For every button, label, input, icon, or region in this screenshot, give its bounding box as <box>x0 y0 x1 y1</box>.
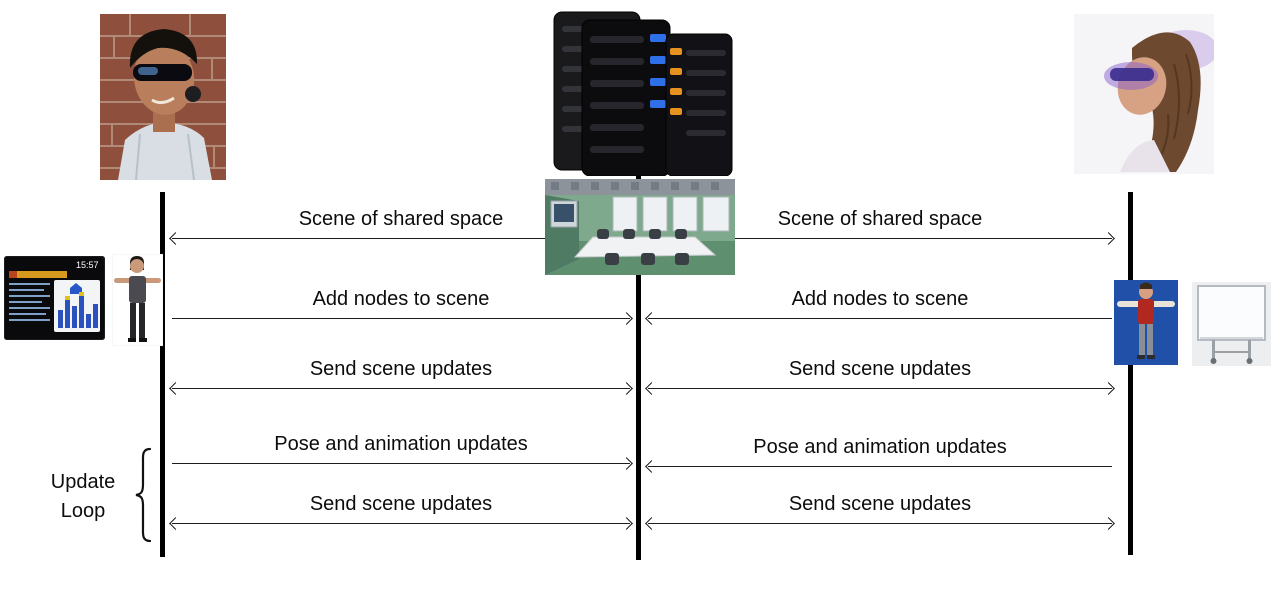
message-left-4: Pose and animation updates <box>172 431 633 470</box>
lifeline-server <box>636 176 641 560</box>
right-user-photo <box>1074 14 1214 174</box>
update-loop-brace <box>135 447 152 543</box>
message-left-2: Add nodes to scene <box>172 286 633 325</box>
message-label: Add nodes to scene <box>312 288 490 310</box>
server-led-orange <box>670 48 682 115</box>
lifeline-left-user <box>160 192 165 557</box>
right-avatar-image <box>1114 280 1178 365</box>
message-label: Send scene updates <box>309 358 493 380</box>
arrow-to-right-icon <box>172 311 633 325</box>
message-right-1: Scene of shared space <box>648 206 1115 245</box>
arrow-bidirectional-icon <box>645 516 1115 530</box>
lifeline-right-user <box>1128 192 1133 555</box>
arrow-to-left-icon <box>645 459 1112 473</box>
shared-scene-image <box>545 179 735 275</box>
message-label: Add nodes to scene <box>791 288 969 310</box>
server-image <box>548 8 738 176</box>
whiteboard-image <box>1192 282 1271 366</box>
arrow-to-right-icon <box>172 456 633 470</box>
message-right-4: Pose and animation updates <box>645 434 1112 473</box>
arrow-to-left-icon <box>169 231 630 245</box>
arrow-bidirectional-icon <box>645 381 1115 395</box>
message-right-3: Send scene updates <box>645 356 1115 395</box>
message-right-5: Send scene updates <box>645 491 1115 530</box>
message-right-2: Add nodes to scene <box>645 286 1112 325</box>
message-left-1: Scene of shared space <box>169 206 630 245</box>
arrow-bidirectional-icon <box>169 516 633 530</box>
left-user-photo <box>100 14 226 180</box>
message-left-5: Send scene updates <box>169 491 633 530</box>
message-label: Pose and animation updates <box>753 436 1007 458</box>
arrow-to-left-icon <box>645 311 1112 325</box>
message-label: Pose and animation updates <box>274 433 528 455</box>
dashboard-time: 15:57 <box>76 260 99 270</box>
message-label: Send scene updates <box>309 493 493 515</box>
dashboard-image: 15:57 <box>4 256 105 340</box>
left-avatar-image <box>112 254 163 346</box>
message-label: Scene of shared space <box>298 208 504 230</box>
arrow-to-right-icon <box>648 231 1115 245</box>
server-led-blue <box>650 34 666 108</box>
arrow-bidirectional-icon <box>169 381 633 395</box>
message-label: Scene of shared space <box>777 208 983 230</box>
update-loop-label: Update Loop <box>50 471 116 522</box>
message-left-3: Send scene updates <box>169 356 633 395</box>
message-label: Send scene updates <box>788 493 972 515</box>
message-label: Send scene updates <box>788 358 972 380</box>
